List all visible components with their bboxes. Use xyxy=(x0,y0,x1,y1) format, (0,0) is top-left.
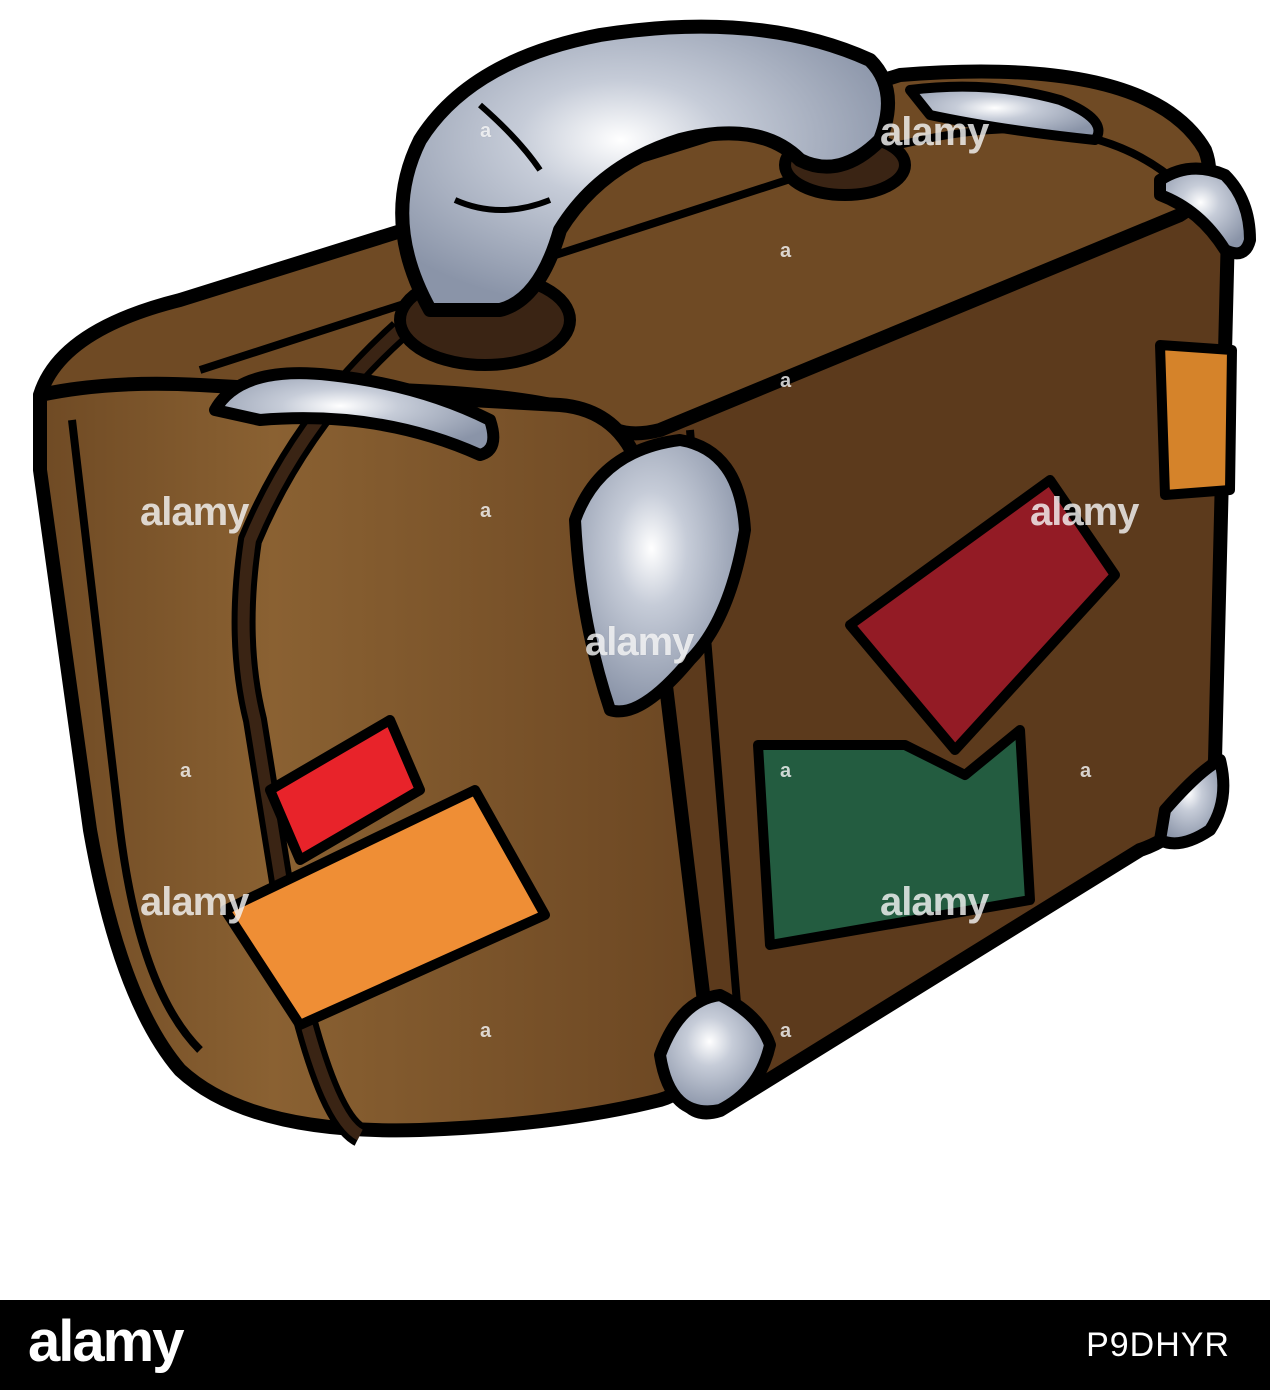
footer-bar: alamy P9DHYR xyxy=(0,1300,1270,1390)
corner-top-middle-icon xyxy=(569,434,751,718)
corner-bottom-right-icon xyxy=(1154,754,1230,850)
corner-top-back-icon xyxy=(905,81,1104,145)
footer-image-id: P9DHYR xyxy=(1086,1326,1230,1364)
corner-bottom-middle-icon xyxy=(654,989,776,1118)
sticker-red xyxy=(265,715,425,865)
suitcase-illustration xyxy=(33,19,1256,1146)
sticker-yellow-orange xyxy=(1155,340,1237,500)
footer-logo: alamy xyxy=(28,1309,184,1374)
suitcase-front-seam xyxy=(68,419,203,1053)
sticker-orange xyxy=(220,785,550,1030)
sticker-green xyxy=(753,725,1035,950)
handle-highlight xyxy=(478,102,543,172)
corner-top-left-icon xyxy=(209,367,500,461)
sticker-dark-red xyxy=(845,475,1120,755)
handle-highlight-2 xyxy=(453,197,552,213)
corner-top-right-icon xyxy=(1154,162,1256,260)
handle-icon xyxy=(395,19,895,317)
